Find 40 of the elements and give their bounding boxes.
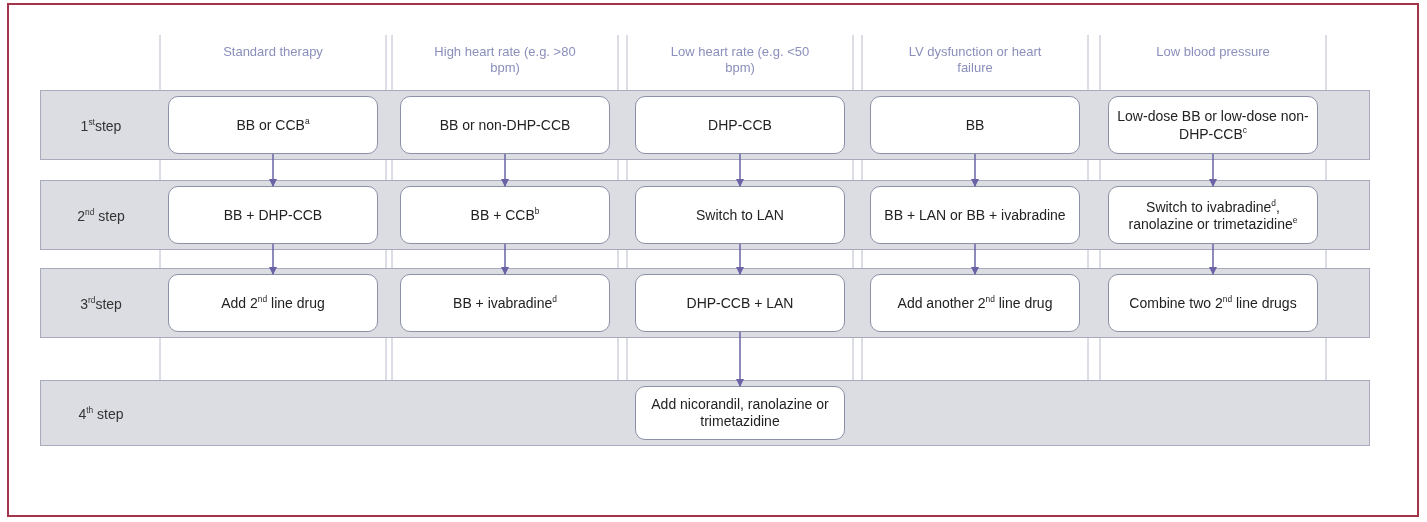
treatment-box: DHP-CCB + LAN	[635, 274, 845, 332]
treatment-box: BB + ivabradine$^{d}$	[400, 274, 610, 332]
arrow	[971, 243, 979, 275]
treatment-box: DHP-CCB	[635, 96, 845, 154]
step-label: 4$^{th}$ step	[78, 404, 124, 422]
arrow	[1209, 153, 1217, 187]
treatment-box: BB + CCB$^{b}$	[400, 186, 610, 244]
treatment-box: Switch to ivabradine$^{d}$, ranolazine or trimetazidine$^{e}$	[1108, 186, 1318, 244]
column-heading: LV dysfunction or heart failure	[907, 44, 1043, 77]
treatment-box: Low-dose BB or low-dose non-DHP-CCB$^{c}$	[1108, 96, 1318, 154]
treatment-box: BB + DHP-CCB	[168, 186, 378, 244]
treatment-box: BB + LAN or BB + ivabradine	[870, 186, 1080, 244]
treatment-box: BB	[870, 96, 1080, 154]
treatment-box: Add nicorandil, ranolazine or trimetazidine	[635, 386, 845, 440]
step-label: 2$^{nd}$ step	[77, 206, 125, 224]
treatment-box: Switch to LAN	[635, 186, 845, 244]
arrow	[736, 243, 744, 275]
arrow	[736, 331, 744, 387]
step-band	[40, 380, 1370, 446]
arrow	[1209, 243, 1217, 275]
treatment-box: BB or CCB$^{a}$	[168, 96, 378, 154]
step-label: 1$^{st}$step	[80, 116, 122, 134]
arrow	[501, 153, 509, 187]
arrow	[269, 243, 277, 275]
arrow	[269, 153, 277, 187]
step-label: 3$^{rd}$step	[80, 294, 122, 312]
arrow	[501, 243, 509, 275]
arrow	[736, 153, 744, 187]
step-band	[40, 90, 1370, 160]
column-heading: High heart rate (e.g. >80 bpm)	[433, 44, 577, 77]
step-band	[40, 268, 1370, 338]
column-heading: Standard therapy	[222, 44, 324, 61]
arrow	[971, 153, 979, 187]
column-heading: Low heart rate (e.g. <50 bpm)	[669, 44, 811, 77]
treatment-box: Add another 2$^{nd}$ line drug	[870, 274, 1080, 332]
column-heading: Low blood pressure	[1155, 44, 1271, 61]
step-band	[40, 180, 1370, 250]
treatment-box: BB or non-DHP-CCB	[400, 96, 610, 154]
treatment-box: Combine two 2$^{nd}$ line drugs	[1108, 274, 1318, 332]
treatment-box: Add 2$^{nd}$ line drug	[168, 274, 378, 332]
